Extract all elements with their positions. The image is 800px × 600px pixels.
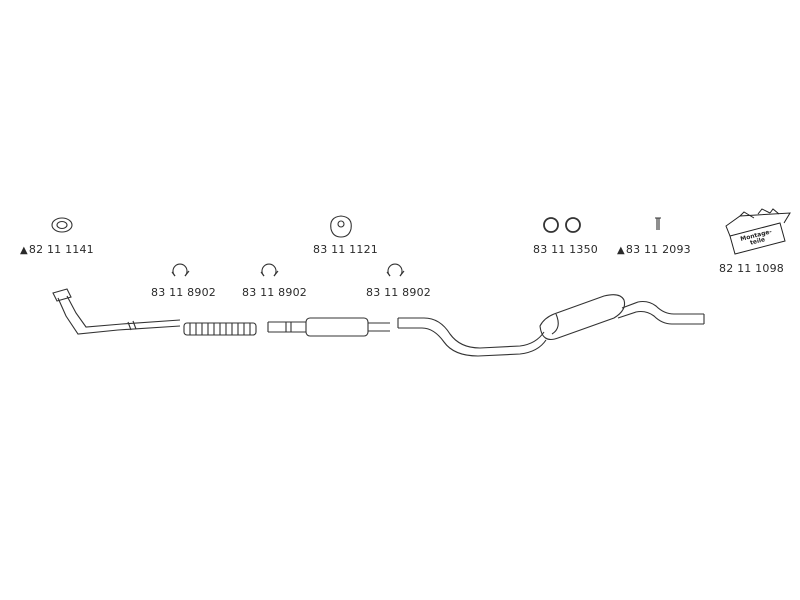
bolt-icon — [655, 217, 661, 230]
mounting-kit-box-icon — [725, 208, 791, 255]
part-label-clamp: 83 11 8902 — [366, 286, 431, 299]
part-label-rubber-rings: 83 11 1350 — [533, 243, 598, 256]
front-pipe — [52, 288, 181, 335]
flex-pipe — [183, 322, 257, 336]
triangle-marker-icon: ▲ — [617, 245, 625, 256]
clamp-icon — [386, 263, 405, 277]
rubber-ring-icon — [543, 217, 581, 233]
part-label-gasket: ▲82 11 1141 — [20, 243, 94, 256]
part-label-bolt: ▲83 11 2093 — [617, 243, 691, 256]
part-label-clamp: 83 11 8902 — [151, 286, 216, 299]
hanger-icon — [330, 215, 352, 238]
part-label-mounting-kit: 82 11 1098 — [719, 262, 784, 275]
part-label-clamp: 83 11 8902 — [242, 286, 307, 299]
middle-pipe — [397, 317, 547, 357]
rear-silencer — [539, 294, 705, 341]
triangle-marker-icon: ▲ — [20, 245, 28, 256]
part-label-hanger: 83 11 1121 — [313, 243, 378, 256]
clamp-icon — [260, 263, 279, 277]
clamp-icon — [171, 263, 190, 277]
front-silencer — [267, 317, 390, 337]
gasket-icon — [51, 217, 73, 233]
